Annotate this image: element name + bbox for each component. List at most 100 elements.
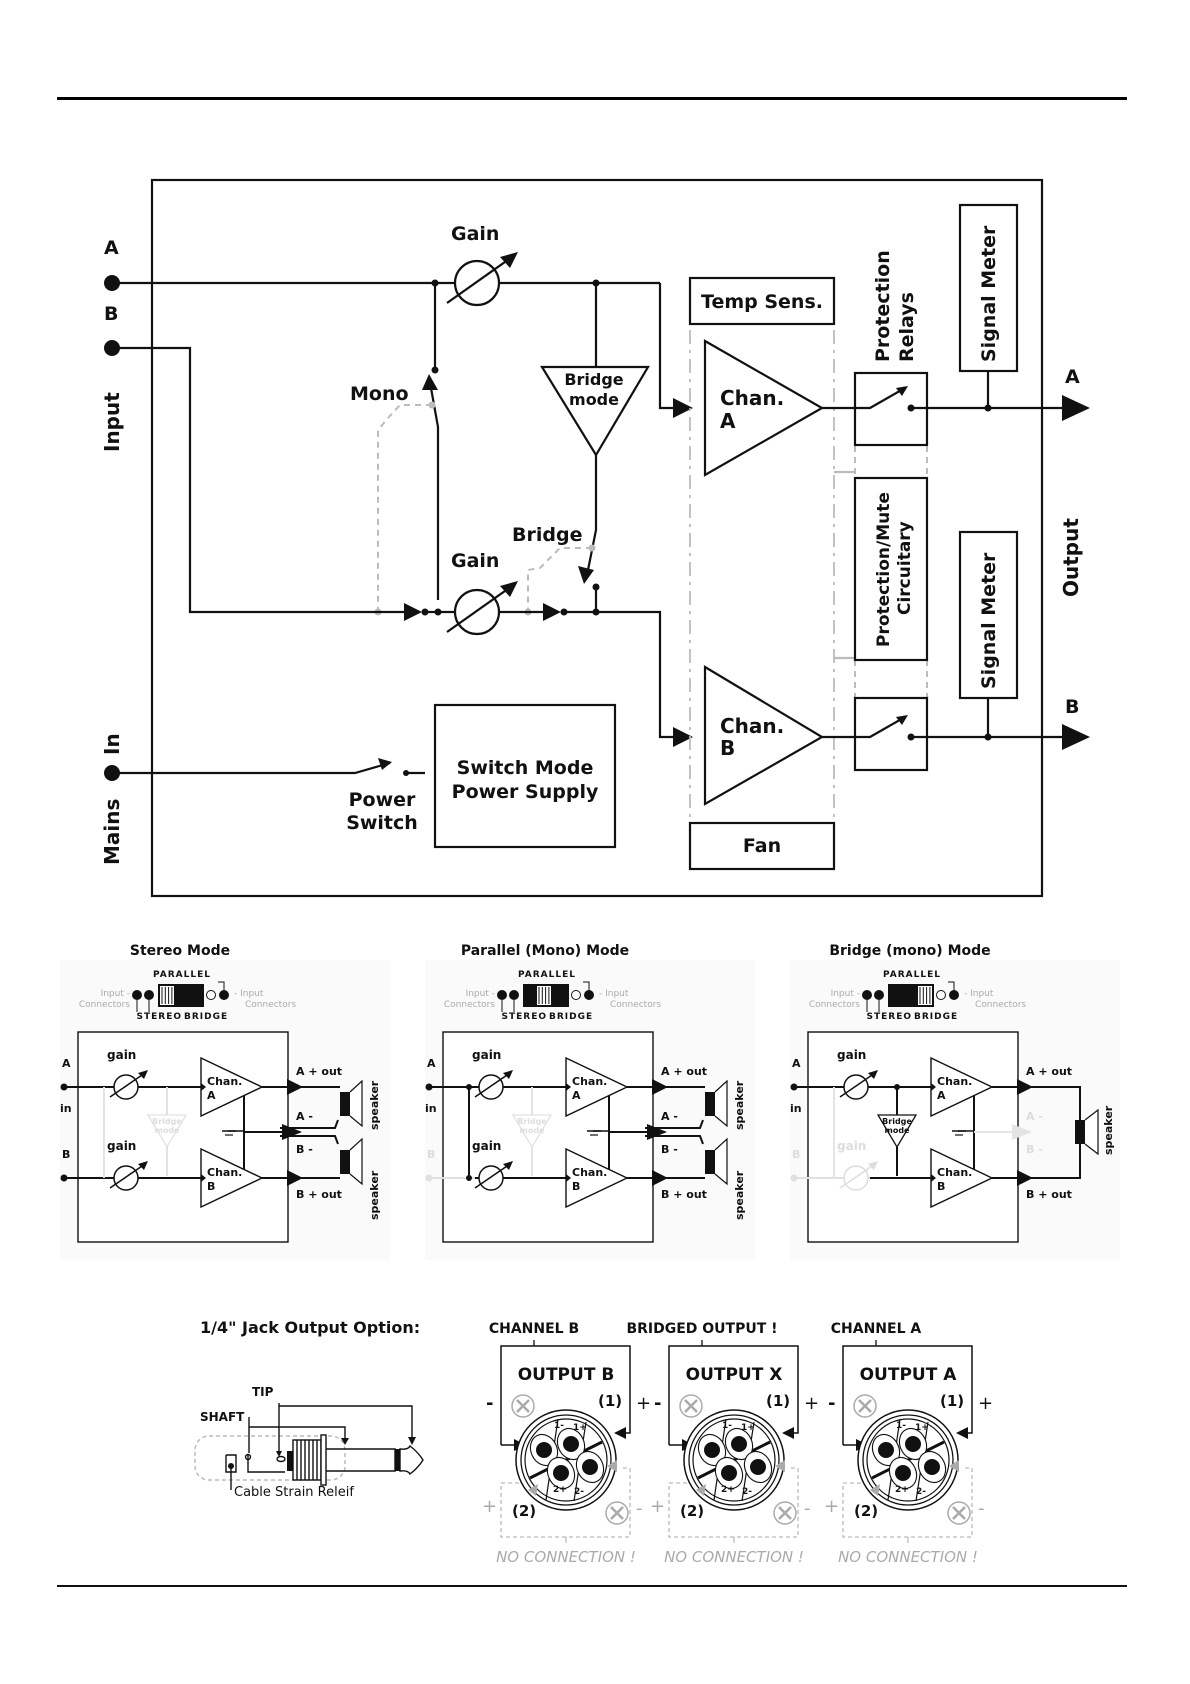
jack-ring-insulator (395, 1449, 400, 1471)
pin-label: 1+ (573, 1423, 587, 1433)
protection-mute-label-2: Circuitary (895, 521, 915, 615)
input-connectors-label: Connectors (975, 1000, 1026, 1010)
screw-slot (516, 1399, 530, 1413)
switch-bridge-label: BRIDGE (914, 1012, 958, 1022)
shaft-tab (247, 1455, 285, 1473)
pot-arrowhead-icon (138, 1070, 148, 1079)
bridge-mode-label: mode (155, 1126, 181, 1135)
input-connector-icon (862, 990, 872, 1000)
switch-knob[interactable] (918, 986, 932, 1005)
grey-arrow-icon (607, 1460, 617, 1472)
minus-label-grey: - (804, 1498, 811, 1519)
speakon-header: CHANNEL B (489, 1321, 579, 1337)
pin-contact (878, 1442, 894, 1458)
speaker-a-icon (340, 1092, 350, 1116)
junction-dot (984, 404, 992, 412)
tip-plug-arrow-icon (408, 1437, 416, 1445)
mono-switch-contact (431, 366, 439, 374)
junction-dot (984, 733, 992, 741)
input-connectors-label: Connectors (610, 1000, 661, 1010)
b-plus-label: B + out (1026, 1188, 1072, 1201)
pin-contact (924, 1459, 940, 1475)
switch-knob[interactable] (537, 986, 551, 1005)
mains-in-label: In (100, 733, 124, 755)
pot-arrow (109, 1072, 146, 1098)
connector-link (583, 981, 590, 1000)
arrow-icon (931, 1174, 936, 1182)
speaker-b-icon (705, 1150, 715, 1174)
input-connectors-label: - Input (964, 989, 994, 999)
switch-parallel-label: PARALLEL (153, 970, 211, 980)
in-a-label: A (792, 1057, 801, 1070)
power-supply-box (433, 703, 617, 849)
output-label: OUTPUT B (518, 1365, 615, 1385)
connector-icon (936, 990, 946, 1000)
switch-knob[interactable] (160, 986, 174, 1005)
mono-switch-alt-path (377, 404, 432, 612)
grey-arrow-icon (870, 1484, 880, 1496)
arrow-icon (566, 1174, 571, 1182)
arrow-icon (201, 1174, 206, 1182)
power-switch-label-1: Power (349, 789, 416, 811)
out-a-arrow-icon (652, 1079, 668, 1095)
minus-arrow-icon (1012, 1124, 1032, 1140)
gain-b-pot-arrow (446, 585, 513, 633)
pin-label: 2+ (721, 1485, 735, 1495)
speaker-a-cone (349, 1079, 363, 1128)
channel-b-wire (112, 346, 420, 614)
relay-b-arrow-icon (896, 715, 908, 725)
plus-label-grey: + (650, 1496, 665, 1517)
junction-dot (466, 1084, 472, 1090)
chan-a-label: A (572, 1089, 581, 1102)
chan-b-amplifier (703, 665, 825, 806)
a-plus-label: A + out (296, 1065, 342, 1078)
a-minus-label: A - (1026, 1110, 1043, 1123)
protection-mute-box (853, 476, 929, 662)
channel-b-arrow-icon (404, 603, 422, 621)
mode-amp-box (442, 1031, 654, 1243)
chan-a-input-arrow (673, 398, 693, 418)
pin-label: 1+ (741, 1423, 755, 1433)
chan-a-label: Chan. (572, 1075, 607, 1088)
chan-b-label: Chan. (572, 1166, 607, 1179)
speakon-ring (692, 1418, 776, 1502)
arrow-icon (201, 1083, 206, 1091)
amplifier-enclosure (150, 178, 1044, 898)
jack-insulator (287, 1451, 293, 1471)
speakon-ring (866, 1418, 950, 1502)
bridge-mode-label-1: Bridge (564, 370, 623, 389)
gain-b-output-arrow-icon (543, 603, 561, 621)
chan-a-label-1: Chan. (720, 386, 784, 410)
bridge-switch-label: Bridge (512, 524, 582, 546)
speakon-1: BRIDGED OUTPUT !OUTPUT X(1)(2)-++-1-1+2+… (626, 1321, 819, 1566)
mono-switch-blade (429, 387, 440, 600)
chan-b-label: B (207, 1180, 215, 1193)
mode-title: Bridge (mono) Mode (829, 943, 990, 959)
connector-link (218, 981, 225, 1000)
gain-a-pot-icon (843, 1074, 869, 1100)
gain-a-label: Gain (451, 223, 499, 245)
chan-b-label: Chan. (937, 1166, 972, 1179)
bridge-mode-label: Bridge (882, 1117, 912, 1126)
connector-icon (571, 990, 581, 1000)
gain-b-label: gain (472, 1139, 501, 1153)
jack-title: 1/4" Jack Output Option: (200, 1318, 420, 1337)
output-label: OUTPUT X (686, 1365, 783, 1385)
b-minus-label: B - (296, 1143, 313, 1156)
output-label: OUTPUT A (860, 1365, 958, 1385)
pot-arrowhead-icon (138, 1161, 148, 1170)
in-b-label: B (427, 1148, 435, 1161)
output-b-label: B (1065, 696, 1079, 718)
speaker-b-icon (340, 1150, 350, 1174)
screw-slot (952, 1506, 966, 1520)
speaker-a-cone (714, 1079, 728, 1128)
b-minus-label: B - (1026, 1143, 1043, 1156)
junction-dot (466, 1175, 472, 1181)
mode-amp-box (807, 1031, 1019, 1243)
grey-arrow-icon (528, 1484, 538, 1496)
in-label: in (60, 1102, 72, 1115)
top-rule (57, 97, 1127, 100)
